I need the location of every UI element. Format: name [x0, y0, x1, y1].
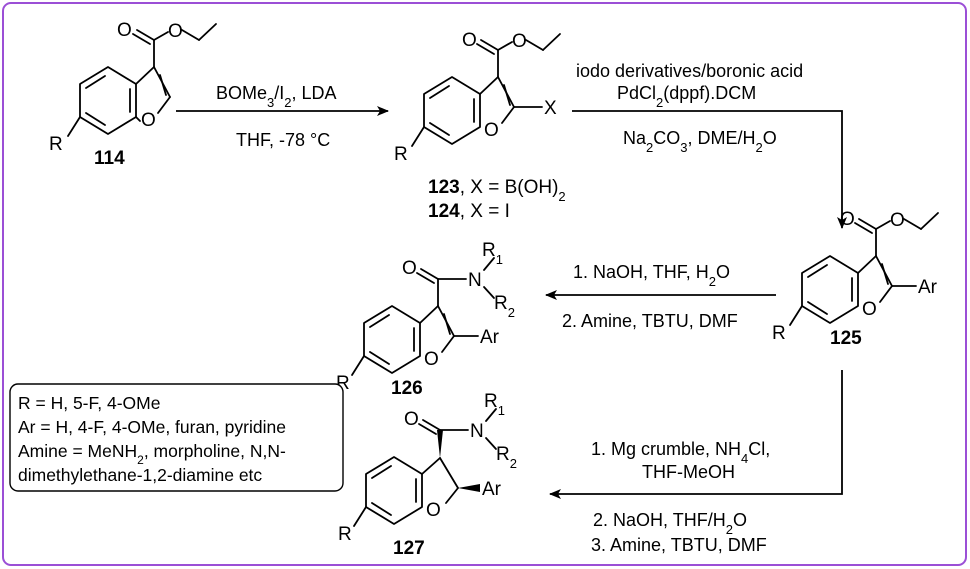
legend-line1: R = H, 5-F, 4-OMe — [18, 393, 160, 413]
step2-arrow — [572, 110, 847, 229]
c125-o-ester: O — [890, 210, 905, 231]
c124-caption: 124, X = I — [428, 201, 510, 222]
c127-o-carbonyl: O — [404, 409, 419, 430]
step4-line2: THF-MeOH — [642, 462, 735, 482]
compound-125: O O O Ar R 125 — [772, 209, 939, 349]
step2: iodo derivatives/boronic acid PdCl2(dppf… — [572, 61, 847, 229]
c123-x-label: X — [544, 98, 557, 119]
c127-ar-label: Ar — [482, 479, 502, 500]
legend-line3: Amine = MeNH2, morpholine, N,N- — [18, 441, 286, 467]
c125-o-ring: O — [862, 299, 877, 320]
step2-line1: iodo derivatives/boronic acid — [576, 61, 803, 81]
legend-line2: Ar = H, 4-F, 4-OMe, furan, pyridine — [18, 417, 286, 437]
c123-o-carbonyl: O — [462, 30, 477, 51]
step1-conditions: THF, -78 °C — [236, 130, 330, 150]
compound-127: O N R1 R2 O Ar R 127 — [338, 391, 517, 559]
c126-n-label: N — [468, 270, 482, 291]
c127-hashed-bond — [458, 484, 480, 492]
step3-line2: 2. Amine, TBTU, DMF — [562, 311, 738, 331]
legend-box: R = H, 5-F, 4-OMe Ar = H, 4-F, 4-OMe, fu… — [9, 383, 344, 492]
step4-line4: 3. Amine, TBTU, DMF — [591, 535, 767, 555]
legend-line4: dimethylethane-1,2-diamine etc — [18, 465, 262, 485]
step4-arrow — [549, 370, 843, 499]
c114-r-label: R — [49, 134, 63, 155]
c126-r1: R1 — [482, 240, 503, 267]
c127-r1: R1 — [484, 391, 505, 418]
c125-ar-label: Ar — [918, 277, 938, 298]
c126-r2: R2 — [494, 293, 515, 320]
step3-line1: 1. NaOH, THF, H2O — [573, 262, 730, 289]
c123-o-ester: O — [512, 31, 527, 52]
step1: BOMe3/I2, LDA THF, -78 °C — [176, 83, 389, 150]
c127-r2: R2 — [496, 444, 517, 471]
c123-o-ring: O — [484, 120, 499, 141]
c127-number: 127 — [393, 538, 425, 559]
step1-reagents: BOMe3/I2, LDA — [216, 83, 337, 110]
compound-114: O O O R 114 — [49, 20, 217, 169]
c126-o-ring: O — [424, 349, 439, 370]
c126-ar-label: Ar — [480, 327, 500, 348]
step4-line3: 2. NaOH, THF/H2O — [593, 510, 747, 537]
c125-o-carbonyl: O — [840, 209, 855, 230]
c114-o-ester: O — [168, 21, 183, 42]
c123-caption: 123, X = B(OH)2 — [428, 177, 566, 204]
step3: 1. NaOH, THF, H2O 2. Amine, TBTU, DMF — [545, 262, 776, 331]
c123-r-label: R — [394, 144, 408, 165]
step2-line2: PdCl2(dppf).DCM — [617, 83, 756, 110]
compound-123-124: O O O X R 123, X = B(OH)2 124, X = I — [394, 30, 566, 222]
c114-o-carbonyl: O — [117, 20, 132, 41]
c127-n-label: N — [470, 421, 484, 442]
step4: 1. Mg crumble, NH4Cl, THF-MeOH 2. NaOH, … — [549, 370, 843, 555]
compound-126: O N R1 R2 O Ar R 126 — [336, 240, 515, 399]
legend-frame — [9, 383, 344, 492]
step2-line3: Na2CO3, DME/H2O — [623, 128, 777, 155]
c125-r-label: R — [772, 323, 786, 344]
c127-wedge-bond — [437, 430, 443, 458]
c125-number: 125 — [830, 328, 862, 349]
c127-r-label: R — [338, 524, 352, 545]
step4-line1: 1. Mg crumble, NH4Cl, — [591, 439, 770, 466]
c126-o-carbonyl: O — [402, 258, 417, 279]
c126-number: 126 — [391, 378, 423, 399]
c114-o-ring: O — [141, 110, 156, 131]
c127-o-ring: O — [426, 500, 441, 521]
c114-number: 114 — [94, 148, 125, 169]
